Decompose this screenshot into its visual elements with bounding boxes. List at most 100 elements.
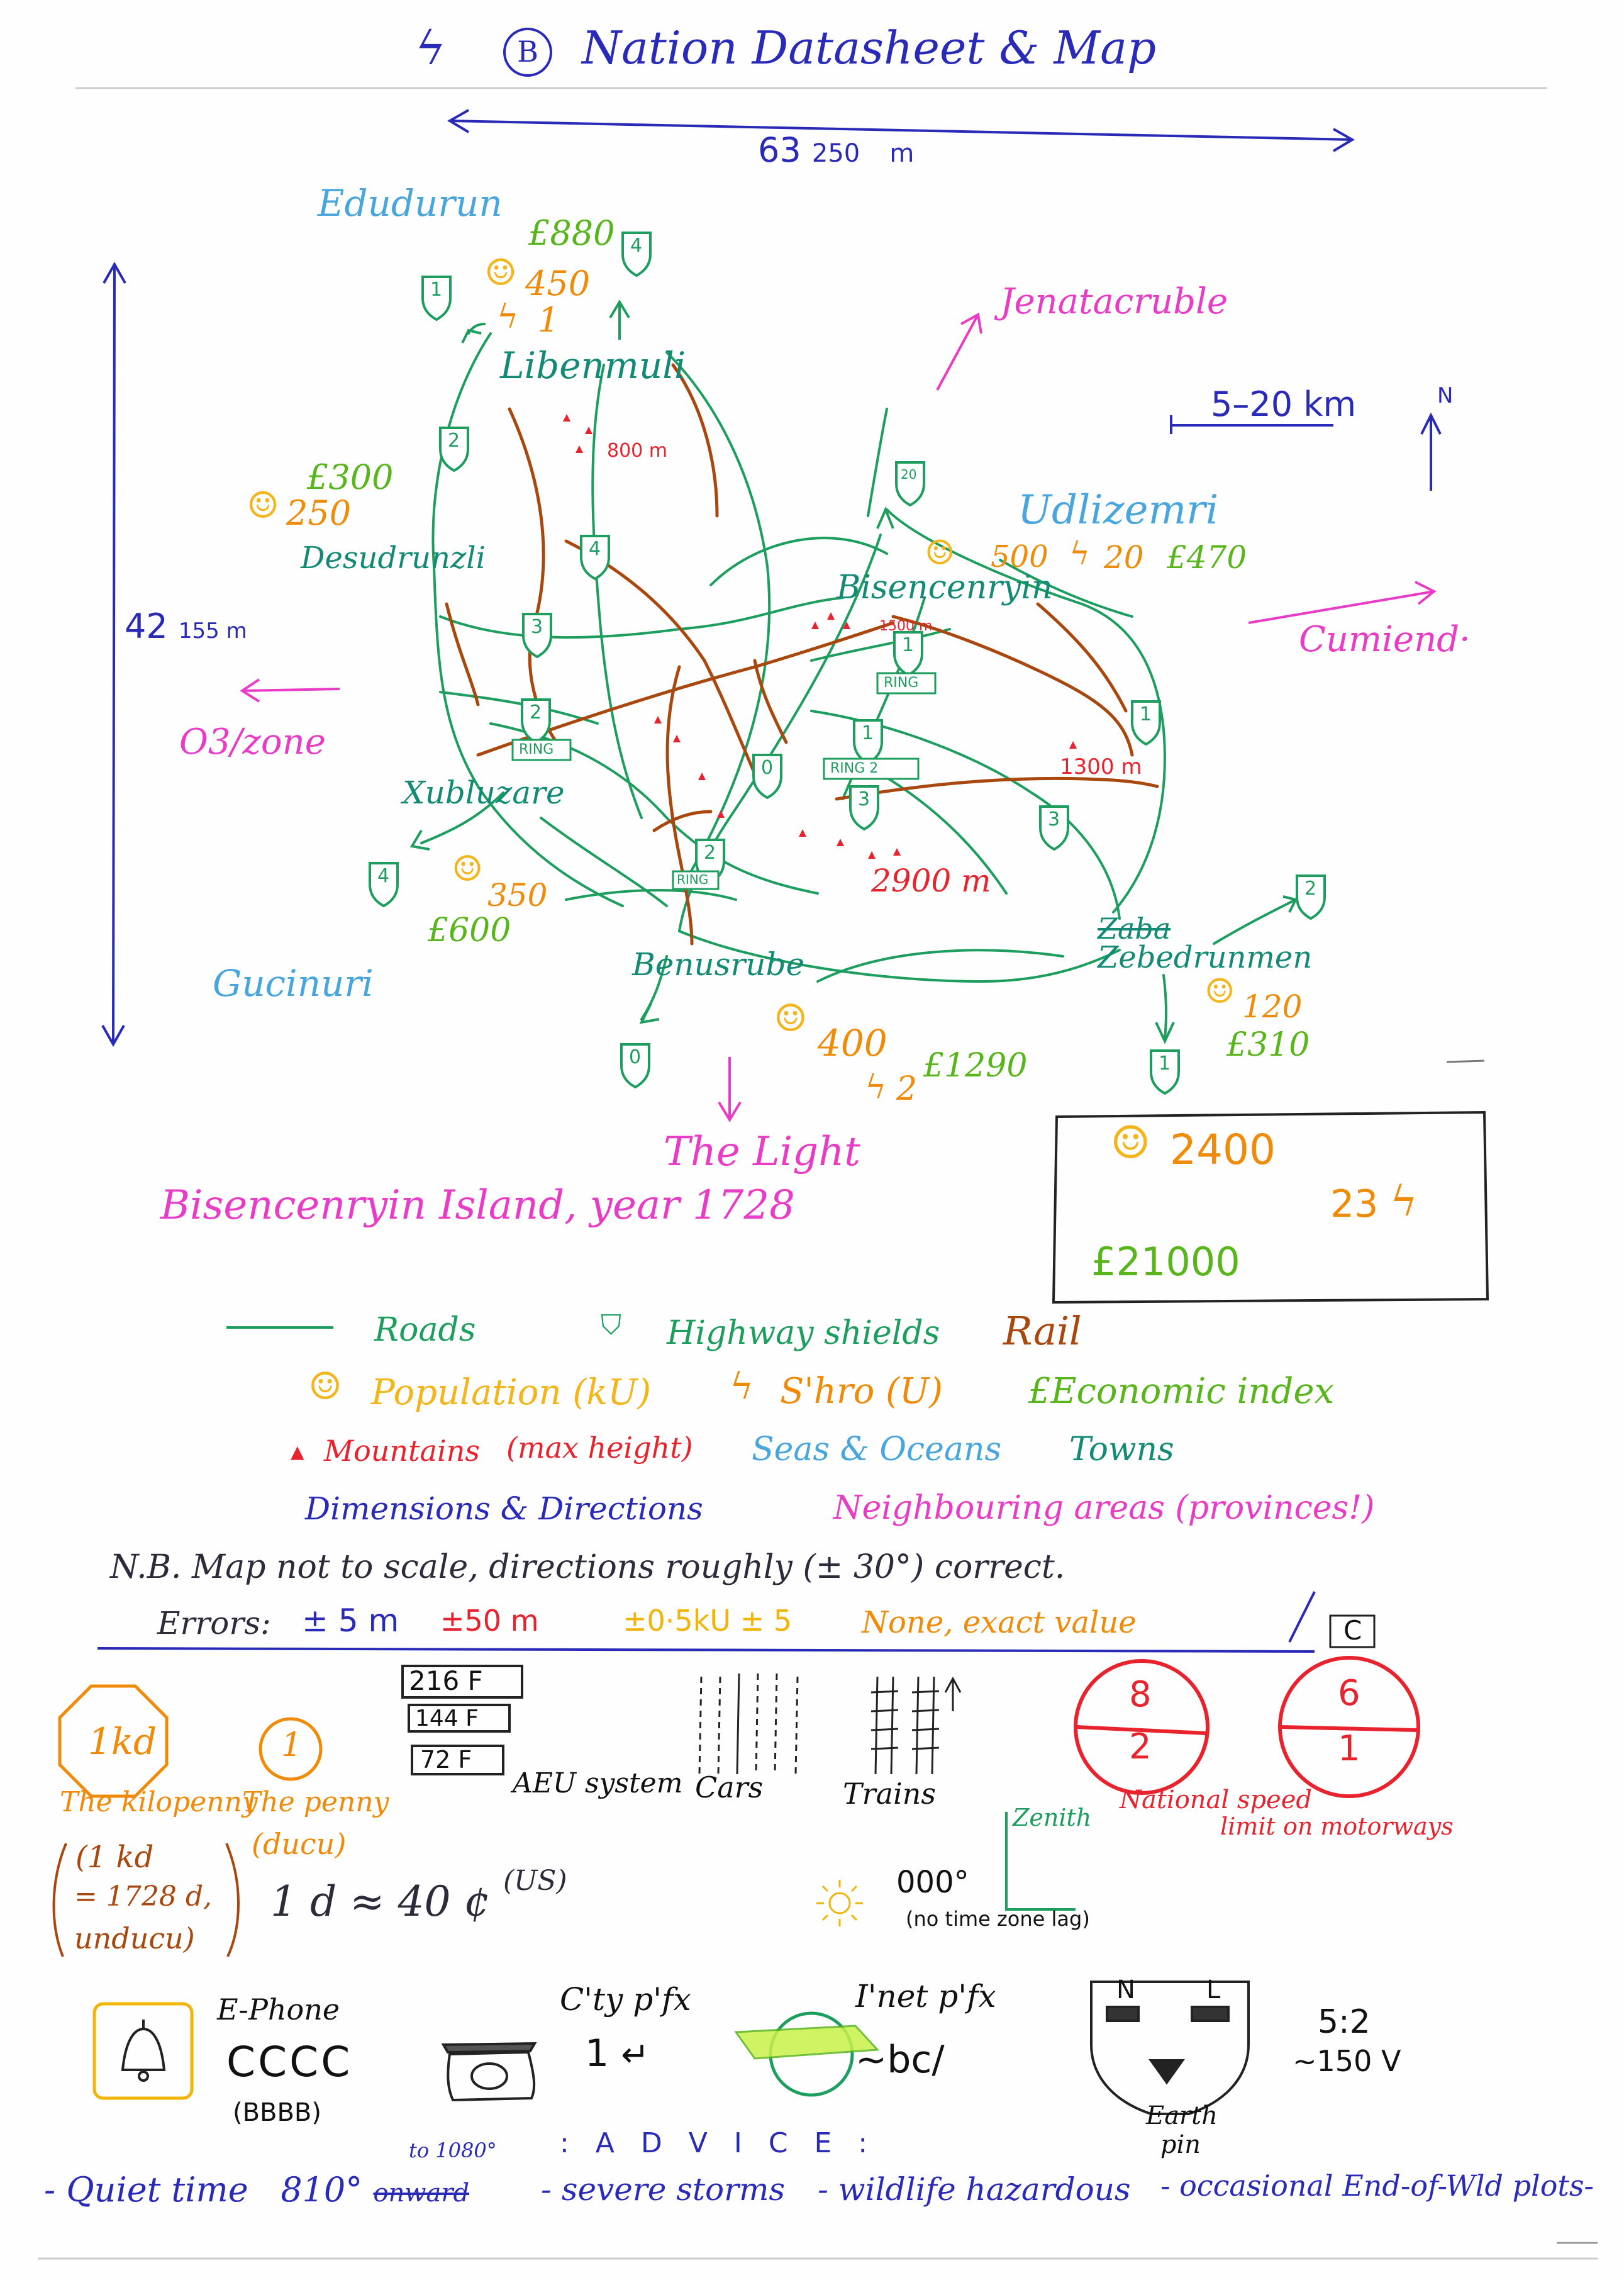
advice-heading: : A D V I C E : [560, 2127, 877, 2159]
time-note: (no time zone lag) [906, 1907, 1090, 1931]
advice-quiet-time: - Quiet time 810° onward [44, 2170, 470, 2210]
speed-badge-box [1329, 1614, 1376, 1648]
shield-3-ring2: 3 [858, 788, 870, 810]
shield-2-benusrube: 2 [704, 842, 716, 864]
scale-label: 5–20 km [1211, 384, 1357, 424]
legend-dims: Dimensions & Directions [305, 1490, 703, 1527]
legend-pop-icon: ☺ [308, 1365, 342, 1409]
highway-shields [369, 232, 1326, 1095]
e-phone-label: E-Phone [217, 1992, 340, 2026]
shield-1-bisencenryin: 1 [902, 634, 915, 656]
penny-sub: (ducu) [252, 1827, 347, 1861]
desudrunzli-econ: £300 [307, 457, 394, 497]
road-network [420, 323, 1297, 1039]
errors-label: Errors: [157, 1605, 271, 1641]
sea-udlizemri: Udlizemri [1018, 487, 1219, 534]
legend-road-swatch [226, 1326, 333, 1329]
shield-1-north: 1 [430, 279, 443, 301]
arrow-o3zone [240, 678, 340, 703]
page-title: Nation Datasheet & Map [582, 21, 1157, 74]
ring-sign-ring2: RING 2 [830, 761, 879, 776]
aeu-row-1: 216 F [409, 1665, 483, 1696]
libenmuli-shro-icon: ϟ [497, 298, 519, 336]
speed-sign-2 [1278, 1656, 1420, 1798]
height-label: 42 155 m [125, 606, 247, 646]
internet-globe-icon [734, 2011, 880, 2097]
mountain-height-3: 1300 m [1060, 754, 1142, 780]
trains-label: Trains [843, 1777, 937, 1811]
total-pop-icon: ☺ [1110, 1116, 1151, 1169]
trains-tracks-icon [870, 1676, 962, 1775]
legend-econ: £Economic index [1028, 1371, 1335, 1412]
legend-seas: Seas & Oceans [752, 1431, 1002, 1468]
xubluzare-pop: 350 [487, 877, 548, 914]
error-economic: None, exact value [862, 1605, 1137, 1640]
legend-population: Population (kU) [371, 1372, 652, 1413]
map-caption: Bisencenryin Island, year 1728 [160, 1182, 795, 1229]
arrow-jenatacruble [936, 312, 982, 391]
shield-1-ring2: 1 [862, 722, 874, 744]
telephone-icon [441, 2042, 537, 2102]
road-exit-arrows [409, 299, 1298, 1044]
note-nb: N.B. Map not to scale, directions roughl… [110, 1548, 1065, 1586]
plug-neutral-label: N [1116, 1975, 1135, 2004]
legend-shield-icon: ⛉ [601, 1309, 621, 1341]
rail-network [445, 363, 1159, 946]
town-xubluzare: Xubluzare [403, 774, 565, 811]
libenmuli-shro: 1 [538, 300, 560, 340]
plug-earth-label: Earth pin [1146, 2101, 1218, 2159]
bisencenryin-shro-icon: ϟ [1069, 535, 1090, 572]
benusrube-pop: 400 [818, 1022, 887, 1065]
kilopenny-symbol: 1kd [88, 1720, 157, 1763]
mountain-height-1: 800 m [607, 440, 668, 462]
e-phone-glyphs: CCCC [226, 2038, 353, 2086]
zebedrunmen-pop-icon: ☺ [1204, 971, 1235, 1011]
speed-sign-1 [1074, 1659, 1210, 1795]
penny-symbol: 1 [281, 1726, 303, 1764]
benusrube-shro: 2 [896, 1070, 918, 1108]
sun-icon [816, 1880, 863, 1926]
shield-4-north: 4 [630, 235, 643, 257]
shield-3-east: 3 [1048, 808, 1060, 830]
shield-3-west: 3 [531, 616, 543, 638]
bell-icon [121, 2020, 166, 2082]
aeu-row-3: 72 F [420, 1746, 472, 1774]
neighbour-o3zone: O3/zone [179, 722, 326, 763]
shield-1-south: 1 [1159, 1053, 1171, 1075]
town-benusrube: Benusrube [632, 946, 805, 983]
arrow-the-light [718, 1057, 742, 1122]
town-libenmuli: Libenmuli [500, 344, 686, 387]
width-dimension-arrow [447, 109, 1355, 152]
kd-definition-1: (1 kd [75, 1840, 154, 1875]
plug-ratio: 5:2 [1318, 2003, 1371, 2041]
e-phone-box [92, 2002, 194, 2100]
kd-definition-3: unducu) [74, 1921, 195, 1955]
shield-0-centre: 0 [761, 757, 774, 779]
arrow-cumiendi [1248, 581, 1437, 624]
kd-bracket [52, 1843, 240, 1957]
plug-socket-icon [1090, 1981, 1250, 2115]
aeu-label: AEU system [513, 1767, 683, 1799]
mountain-markers [563, 414, 1077, 859]
legend-shields: Highway shields [667, 1314, 940, 1352]
legend-neighbours: Neighbouring areas (provinces!) [833, 1489, 1375, 1527]
mountain-height-2: 1500 m [879, 618, 933, 634]
bisencenryin-econ: £470 [1167, 539, 1247, 576]
xubluzare-pop-icon: ☺ [452, 849, 484, 890]
legend-rail: Rail [1003, 1308, 1082, 1354]
exchange-rate: 1 d ≈ 40 ¢ [270, 1877, 491, 1926]
libenmuli-econ: £880 [528, 213, 615, 253]
error-mountains: ±50 m [440, 1604, 539, 1638]
totals-box [1052, 1110, 1489, 1304]
sea-gucinuri: Gucinuri [213, 962, 374, 1005]
city-prefix-value: 1 ↵ [585, 2031, 650, 2076]
neighbour-the-light: The Light [664, 1129, 860, 1175]
town-bisencenryin: Bisencenryin [837, 569, 1053, 606]
benusrube-pop-icon: ☺ [774, 997, 808, 1041]
speed-sign-1-bottom: 2 [1129, 1726, 1152, 1767]
shield-2-ring: 2 [530, 701, 542, 724]
speed-label-2: limit on motorways [1220, 1813, 1454, 1840]
zebedrunmen-econ: £310 [1226, 1026, 1310, 1064]
city-prefix-label: C'ty p'fx [560, 1981, 691, 2018]
kilopenny-label: The kilopenny [60, 1786, 258, 1818]
